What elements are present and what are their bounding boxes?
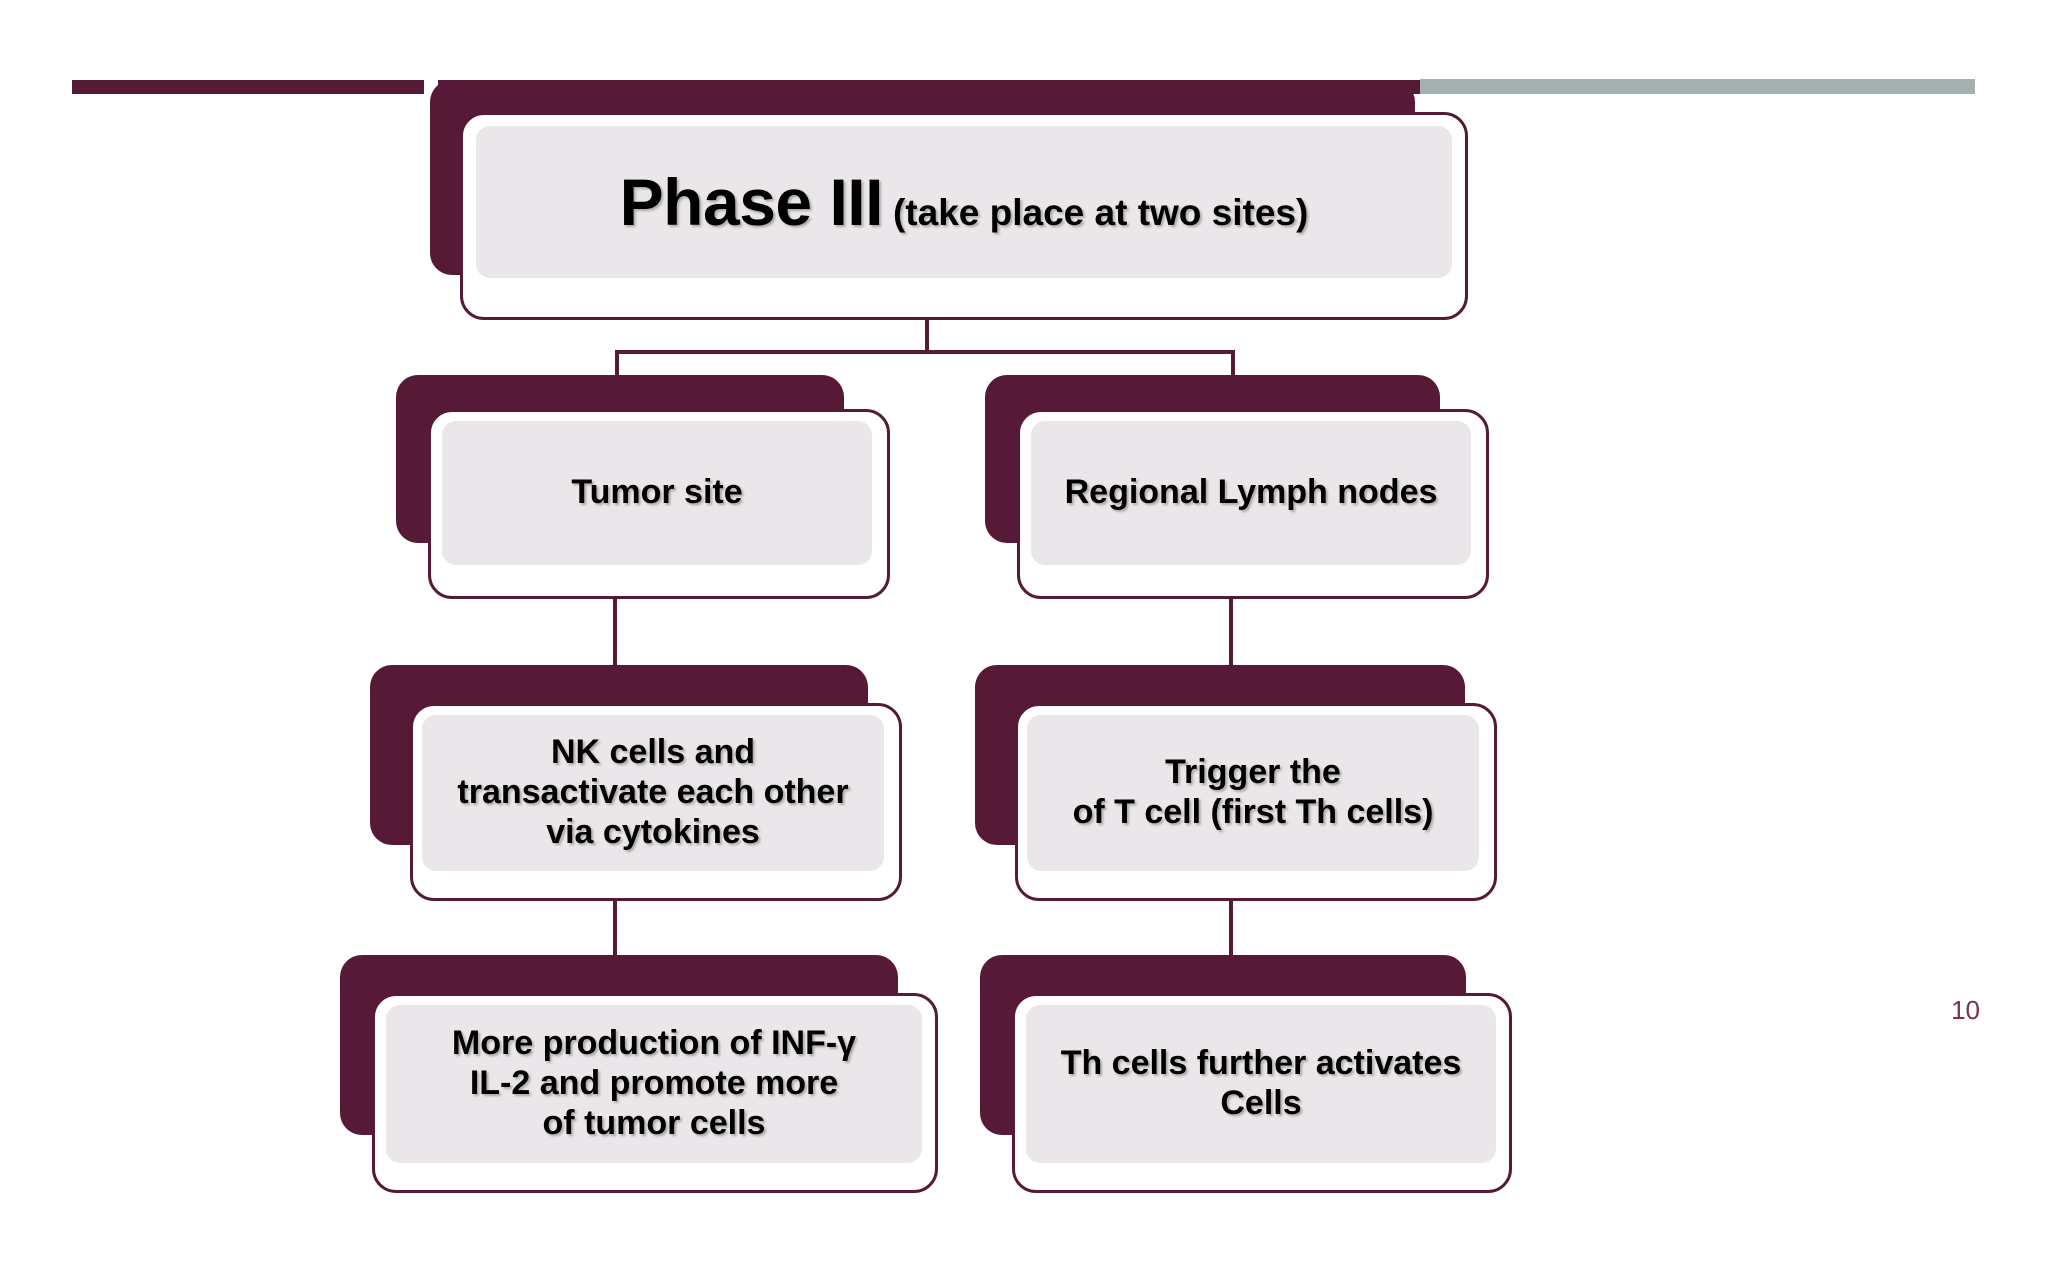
connector-root-horizontal bbox=[615, 350, 1235, 354]
connector-lymph-to-trigger bbox=[1229, 598, 1233, 698]
node-text-plate: Th cells further activates Cells bbox=[1026, 1005, 1496, 1163]
node-text-plate: Phase III (take place at two sites) bbox=[476, 126, 1452, 278]
node-inf-gamma-production[interactable]: More production of INF-γ IL-2 and promot… bbox=[340, 955, 938, 1193]
node-label: Tumor site bbox=[571, 473, 743, 512]
connector-tumor-to-nk bbox=[613, 598, 617, 698]
node-text-plate: Trigger the of T cell (first Th cells) bbox=[1027, 715, 1479, 871]
connector-nk-to-inf bbox=[613, 888, 617, 988]
header-bar-gray-accent bbox=[1420, 79, 1975, 94]
node-th-cells-activate[interactable]: Th cells further activates Cells bbox=[980, 955, 1512, 1193]
node-nk-cells[interactable]: NK cells and transactivate each other vi… bbox=[370, 665, 902, 901]
phase-subtitle: (take place at two sites) bbox=[892, 192, 1309, 233]
node-label: Regional Lymph nodes bbox=[1064, 473, 1438, 512]
node-label: Th cells further activates Cells bbox=[1060, 1044, 1462, 1122]
node-label: Trigger the of T cell (first Th cells) bbox=[1072, 753, 1434, 831]
node-text-plate: More production of INF-γ IL-2 and promot… bbox=[386, 1005, 922, 1163]
node-tumor-site[interactable]: Tumor site bbox=[396, 375, 896, 600]
node-label: NK cells and transactivate each other vi… bbox=[457, 733, 849, 851]
phase-title: Phase III bbox=[619, 165, 884, 239]
node-text-plate: Tumor site bbox=[442, 421, 872, 565]
node-trigger-t-cell[interactable]: Trigger the of T cell (first Th cells) bbox=[975, 665, 1497, 901]
connector-root-stem bbox=[925, 318, 929, 352]
node-text-plate: NK cells and transactivate each other vi… bbox=[422, 715, 884, 871]
connector-trigger-to-th bbox=[1229, 888, 1233, 988]
header-bar-left-accent bbox=[72, 80, 442, 94]
page-number: 10 bbox=[1951, 995, 1980, 1025]
node-label: More production of INF-γ IL-2 and promot… bbox=[451, 1024, 857, 1142]
node-text-plate: Regional Lymph nodes bbox=[1031, 421, 1471, 565]
node-regional-lymph-nodes[interactable]: Regional Lymph nodes bbox=[985, 375, 1495, 600]
node-phase-iii[interactable]: Phase III (take place at two sites) bbox=[430, 80, 1470, 320]
